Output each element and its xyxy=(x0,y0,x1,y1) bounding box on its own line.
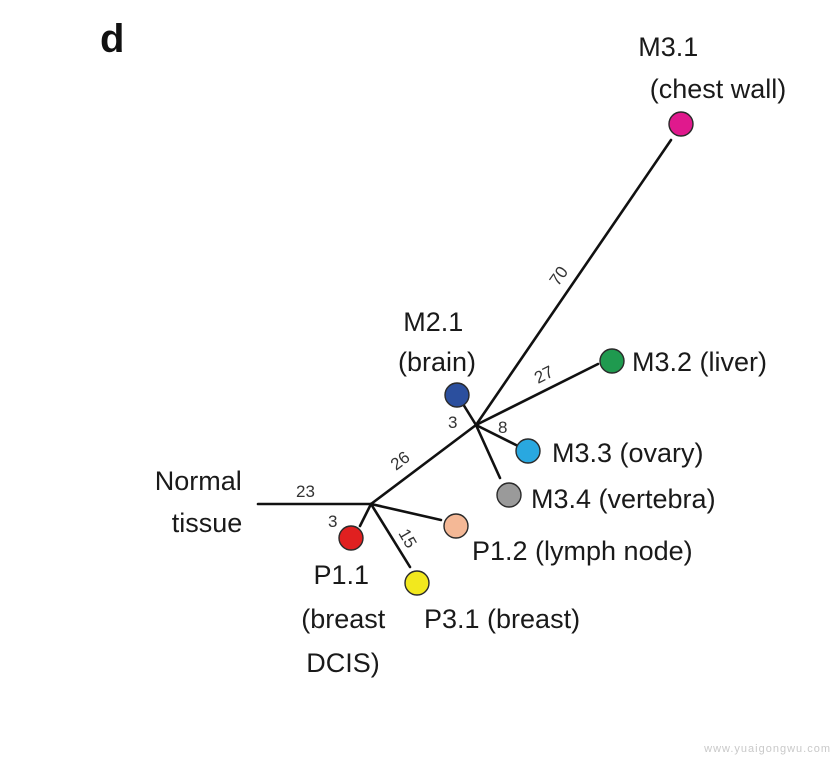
branch-p12 xyxy=(369,502,443,522)
branch-label-m31: 70 xyxy=(546,263,572,289)
node-dot-p31 xyxy=(404,570,430,596)
panel-label: d xyxy=(100,17,124,61)
node-label-normal: Normal tissue xyxy=(155,466,250,538)
branch-label-p11: 3 xyxy=(328,512,337,531)
tree-nodes xyxy=(338,111,694,596)
branch-p11 xyxy=(358,502,373,528)
watermark: www.yuaigongwu.com xyxy=(703,743,831,755)
node-dot-m31 xyxy=(668,111,694,137)
node-label-normal-line2: tissue xyxy=(172,508,243,538)
node-label-p11: P1.1 (breast DCIS) xyxy=(301,560,393,678)
branch-m33 xyxy=(474,423,520,448)
node-label-m32: M3.2 (liver) xyxy=(632,347,767,377)
node-label-m21-line2: (brain) xyxy=(398,347,476,377)
node-label-m31: M3.1 (chest wall) xyxy=(638,32,786,104)
node-label-p11-line1: P1.1 xyxy=(313,560,369,590)
node-label-m34: M3.4 (vertebra) xyxy=(531,484,716,514)
branch-label-m33: 8 xyxy=(498,418,507,437)
node-label-m33: M3.3 (ovary) xyxy=(552,438,704,468)
node-label-p12: P1.2 (lymph node) xyxy=(472,536,693,566)
node-label-m31-line1: M3.1 xyxy=(638,32,698,62)
node-dot-p12 xyxy=(443,513,469,539)
branch-p31 xyxy=(369,502,412,569)
node-dot-m34 xyxy=(496,482,522,508)
node-dot-m32 xyxy=(599,348,625,374)
node-label-p11-line2: (breast xyxy=(301,604,386,634)
branch-label-normal: 23 xyxy=(296,482,315,501)
node-label-p11-line3: DCIS) xyxy=(306,648,380,678)
node-label-p31: P3.1 (breast) xyxy=(424,604,580,634)
tree-branches xyxy=(256,138,673,569)
node-dot-m33 xyxy=(515,438,541,464)
branch-m31 xyxy=(474,138,673,427)
branch-m21 xyxy=(461,402,478,427)
branch-label-m21: 3 xyxy=(448,413,457,432)
node-label-m21: M2.1 (brain) xyxy=(398,307,476,377)
branch-label-trunk: 26 xyxy=(387,448,414,475)
branch-trunk xyxy=(369,423,478,506)
node-dot-p11 xyxy=(338,525,364,551)
branch-m34 xyxy=(474,423,502,480)
branch-label-m32: 27 xyxy=(531,362,556,388)
node-label-m21-line1: M2.1 xyxy=(403,307,463,337)
branch-m32 xyxy=(474,362,600,427)
node-label-m31-line2: (chest wall) xyxy=(650,74,787,104)
node-labels: M3.1 (chest wall) M2.1 (brain) M3.2 (liv… xyxy=(155,32,787,678)
node-dot-m21 xyxy=(444,382,470,408)
node-label-normal-line1: Normal xyxy=(155,466,242,496)
